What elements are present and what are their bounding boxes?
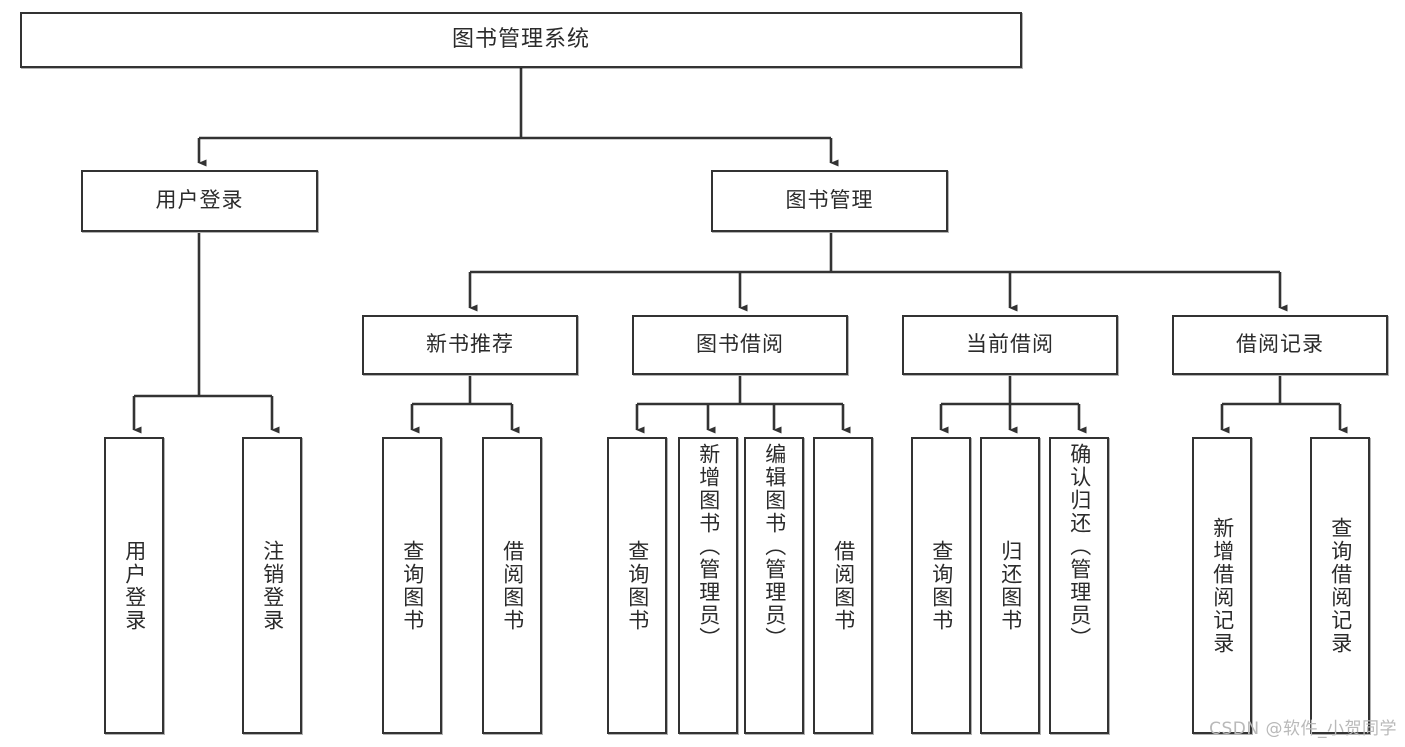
node-leaf-query-borrowing-record[interactable]: 查询借阅记录 (1310, 437, 1370, 734)
node-label: 借阅记录 (1236, 332, 1324, 357)
node-leaf-query-book-recommendation[interactable]: 查询图书 (382, 437, 442, 734)
node-label: 用户登录 (155, 188, 244, 213)
node-label: 新书推荐 (426, 332, 514, 357)
node-label: 归还图书 (998, 539, 1023, 632)
node-leaf-borrow-book[interactable]: 借阅图书 (813, 437, 873, 734)
csdn-watermark: CSDN @软件_小贺同学 (1209, 719, 1397, 739)
node-borrowing-record[interactable]: 借阅记录 (1172, 315, 1388, 375)
node-root-book-management-system[interactable]: 图书管理系统 (20, 12, 1022, 68)
node-leaf-add-book-admin[interactable]: 新增图书（管理员） (678, 437, 738, 734)
node-leaf-borrow-book-recommendation[interactable]: 借阅图书 (482, 437, 542, 734)
node-leaf-user-login[interactable]: 用户登录 (104, 437, 164, 734)
node-current-borrowing[interactable]: 当前借阅 (902, 315, 1118, 375)
node-label: 确认归还（管理员） (1067, 443, 1092, 650)
node-leaf-query-book-borrowing[interactable]: 查询图书 (607, 437, 667, 734)
node-label: 查询图书 (929, 539, 954, 632)
node-label: 新增图书（管理员） (696, 443, 721, 650)
node-label: 新增借阅记录 (1210, 516, 1235, 655)
node-leaf-return-book[interactable]: 归还图书 (980, 437, 1040, 734)
node-book-borrowing[interactable]: 图书借阅 (632, 315, 848, 375)
node-label: 查询图书 (625, 539, 650, 632)
node-label: 图书借阅 (696, 332, 784, 357)
node-leaf-edit-book-admin[interactable]: 编辑图书（管理员） (744, 437, 804, 734)
node-leaf-confirm-return-admin[interactable]: 确认归还（管理员） (1049, 437, 1109, 734)
node-book-management[interactable]: 图书管理 (711, 170, 948, 232)
node-label: 图书管理系统 (451, 26, 590, 52)
node-leaf-logout[interactable]: 注销登录 (242, 437, 302, 734)
node-leaf-add-borrowing-record[interactable]: 新增借阅记录 (1192, 437, 1252, 734)
node-label: 借阅图书 (831, 539, 856, 632)
node-user-login[interactable]: 用户登录 (81, 170, 318, 232)
node-label: 编辑图书（管理员） (762, 443, 787, 650)
node-label: 当前借阅 (966, 332, 1054, 357)
node-leaf-query-book-current[interactable]: 查询图书 (911, 437, 971, 734)
node-label: 查询借阅记录 (1328, 516, 1353, 655)
node-label: 注销登录 (260, 539, 285, 632)
node-label: 借阅图书 (500, 539, 525, 632)
node-new-book-recommendation[interactable]: 新书推荐 (362, 315, 578, 375)
node-label: 查询图书 (400, 539, 425, 632)
node-label: 图书管理 (785, 188, 874, 213)
node-label: 用户登录 (122, 539, 147, 632)
